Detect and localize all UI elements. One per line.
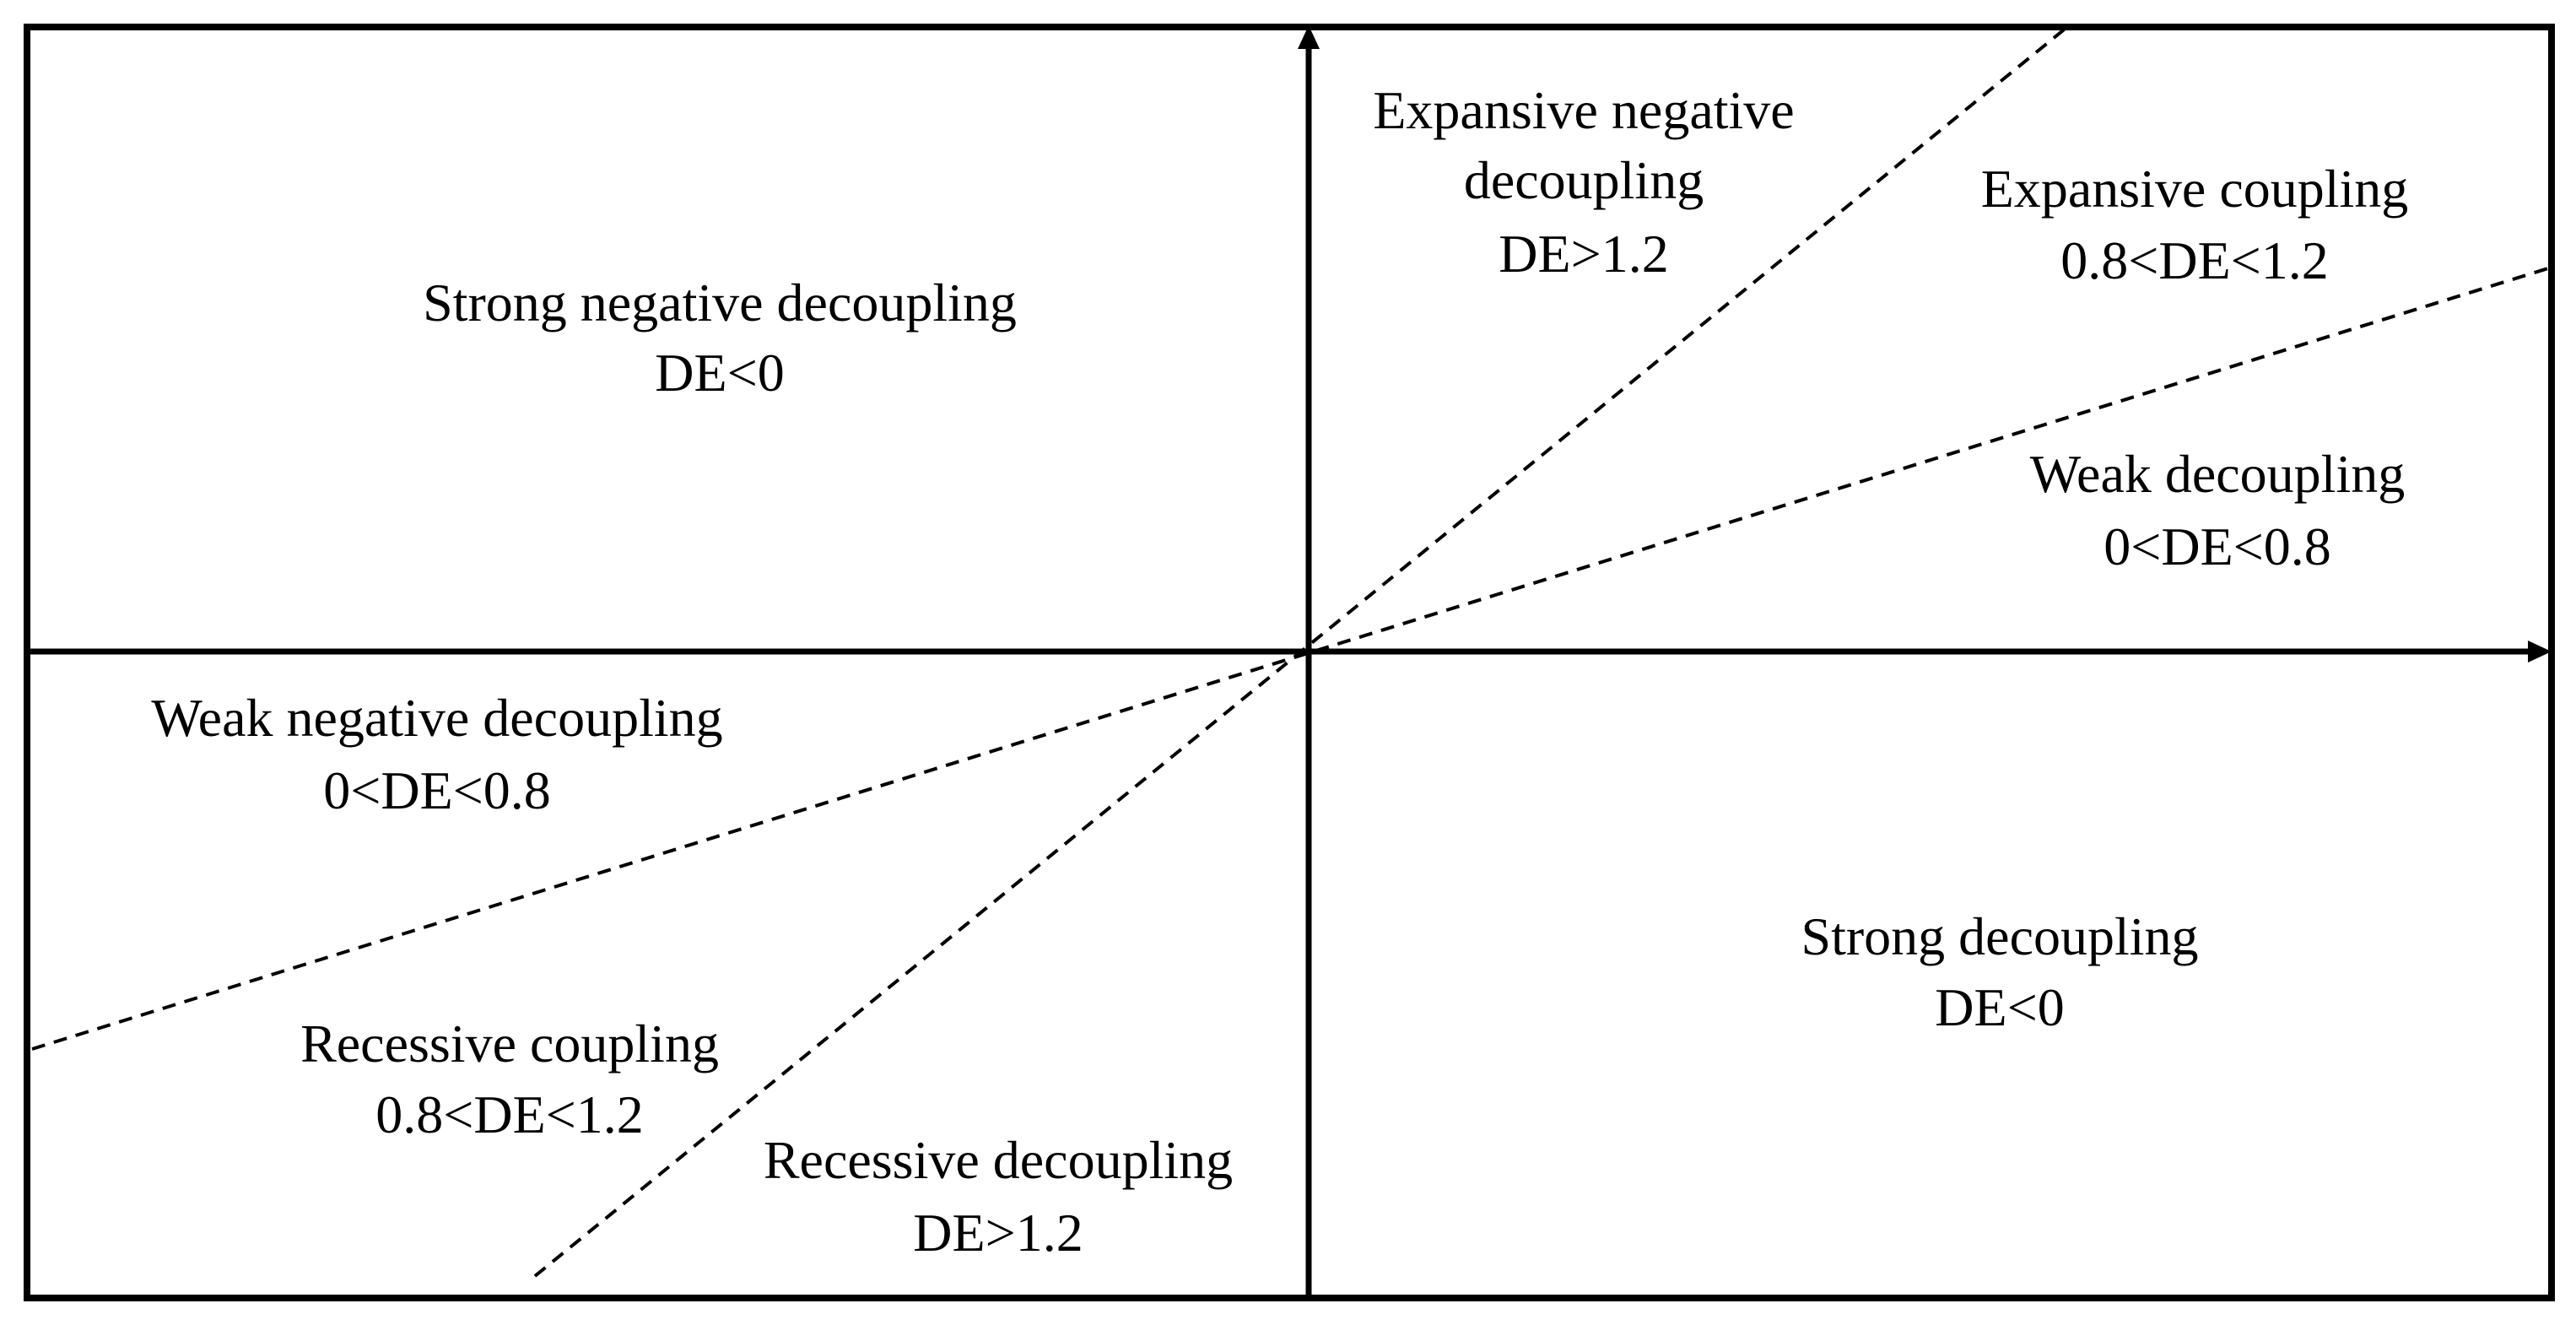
region-range: DE>1.2 [913,1203,1083,1263]
region-expansive-coupling: Expansive coupling 0.8<DE<1.2 [1981,159,2409,290]
region-weak-negative-decoupling: Weak negative decoupling 0<DE<0.8 [151,688,722,820]
region-name: Recessive coupling [300,1014,719,1074]
region-name: Expansive coupling [1981,159,2409,219]
x-axis-arrowhead [2528,641,2552,662]
region-name: Strong negative decoupling [423,273,1017,333]
region-name-line1: Expansive negative [1373,80,1794,140]
region-name: Strong decoupling [1801,906,2198,966]
boundary-line-de-1-2 [533,25,2069,1278]
region-expansive-negative-decoupling: Expansive negative decoupling DE>1.2 [1373,80,1794,284]
boundary-line-de-0-8 [31,267,2549,1051]
region-name: Weak negative decoupling [151,688,722,748]
region-range: DE<0 [1935,977,2064,1037]
region-range: 0.8<DE<1.2 [2060,230,2329,290]
y-axis-arrowhead [1298,25,1320,49]
region-range: 0<DE<0.8 [323,760,551,820]
region-recessive-decoupling: Recessive decoupling DE>1.2 [764,1130,1233,1263]
region-weak-decoupling: Weak decoupling 0<DE<0.8 [2030,444,2405,576]
region-name: Weak decoupling [2030,444,2405,504]
region-range: DE>1.2 [1499,224,1668,284]
region-name-line2: decoupling [1464,150,1704,210]
region-strong-decoupling: Strong decoupling DE<0 [1801,906,2198,1037]
region-strong-negative-decoupling: Strong negative decoupling DE<0 [423,273,1017,403]
region-range: 0<DE<0.8 [2103,516,2331,576]
region-recessive-coupling: Recessive coupling 0.8<DE<1.2 [300,1014,719,1144]
diagram-frame [24,24,2555,1301]
region-range: DE<0 [655,343,784,403]
region-name: Recessive decoupling [764,1130,1233,1190]
region-range: 0.8<DE<1.2 [375,1084,644,1144]
